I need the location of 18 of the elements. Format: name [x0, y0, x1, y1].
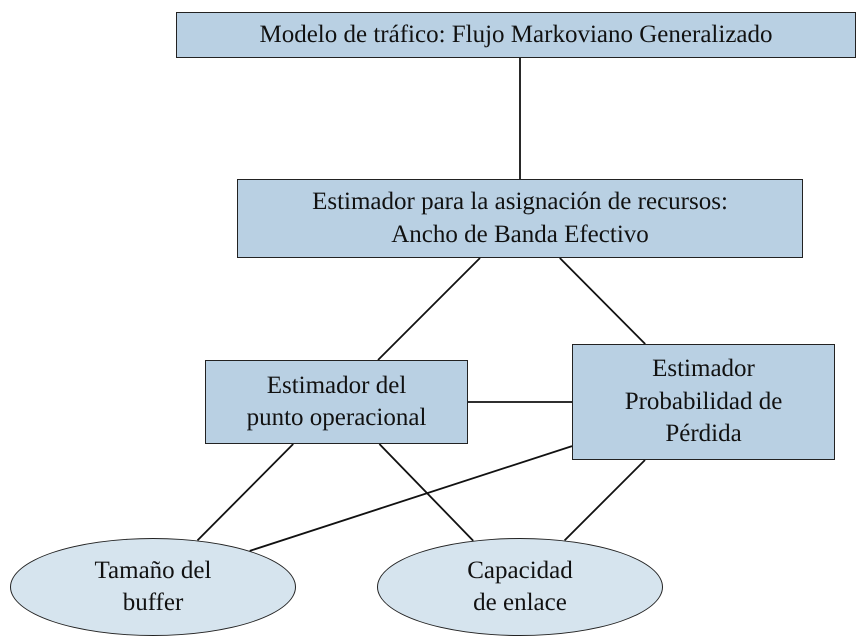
estimator-box: [205, 360, 468, 444]
connector-line: [468, 401, 572, 403]
connector-line: [377, 257, 481, 361]
connector-line: [564, 459, 646, 542]
connector-line: [196, 443, 294, 542]
estimator-box: [572, 344, 835, 460]
node-label: Estimador para la asignación de recursos: Ancho de Banda Efectivo: [311, 187, 729, 250]
model-box: [176, 12, 856, 58]
node-label: Estimador del punto operacional: [246, 370, 428, 433]
node-label: Estimador Probabilidad de Pérdida: [624, 354, 784, 450]
connector-line: [519, 58, 521, 179]
connector-line: [378, 443, 474, 542]
node-label: Capacidad de enlace: [466, 556, 574, 618]
node-label: Modelo de tráfico: Flujo Markoviano Generalizado: [259, 20, 773, 50]
estimator-box: [237, 179, 803, 258]
connector-line: [249, 445, 572, 552]
connector-line: [559, 257, 646, 345]
node-label: Tamaño del buffer: [94, 556, 212, 618]
